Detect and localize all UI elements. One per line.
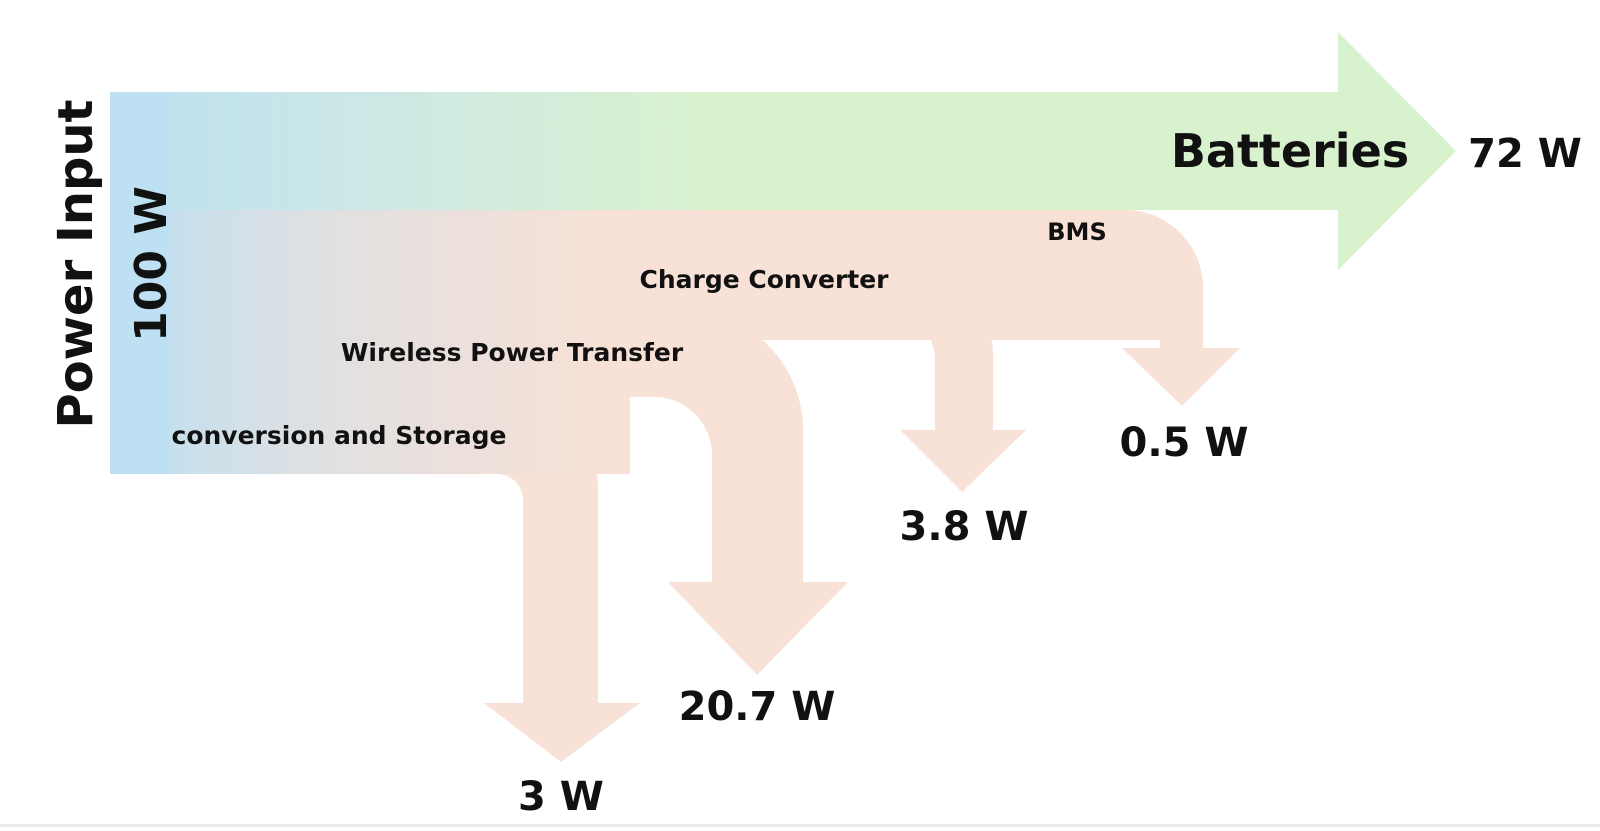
output-label: Batteries [1171, 124, 1409, 178]
loss-label-wireless-transfer: Wireless Power Transfer [341, 338, 684, 367]
loss-value-conversion-storage: 3 W [518, 774, 604, 820]
loss-arrow-wireless-transfer [430, 310, 848, 675]
bottom-edge-bar [0, 824, 1600, 827]
loss-arrow-bms [700, 210, 1240, 406]
loss-arrow-charge-converter [580, 251, 1026, 492]
input-flow-edge [110, 92, 170, 474]
loss-value-bms: 0.5 W [1120, 420, 1249, 466]
loss-label-charge-converter: Charge Converter [639, 265, 889, 294]
input-flow-lower [110, 210, 630, 474]
input-value: 100 W [126, 186, 177, 342]
loss-value-charge-converter: 3.8 W [900, 504, 1029, 550]
loss-value-wireless-transfer: 20.7 W [679, 684, 836, 730]
input-label: Power Input [48, 100, 104, 429]
output-value: 72 W [1468, 131, 1582, 177]
loss-label-conversion-storage: conversion and Storage [172, 421, 507, 450]
loss-label-bms: BMS [1047, 218, 1106, 246]
main-arrow-batteries [110, 32, 1456, 270]
loss-arrow-conversion-storage [300, 397, 640, 762]
